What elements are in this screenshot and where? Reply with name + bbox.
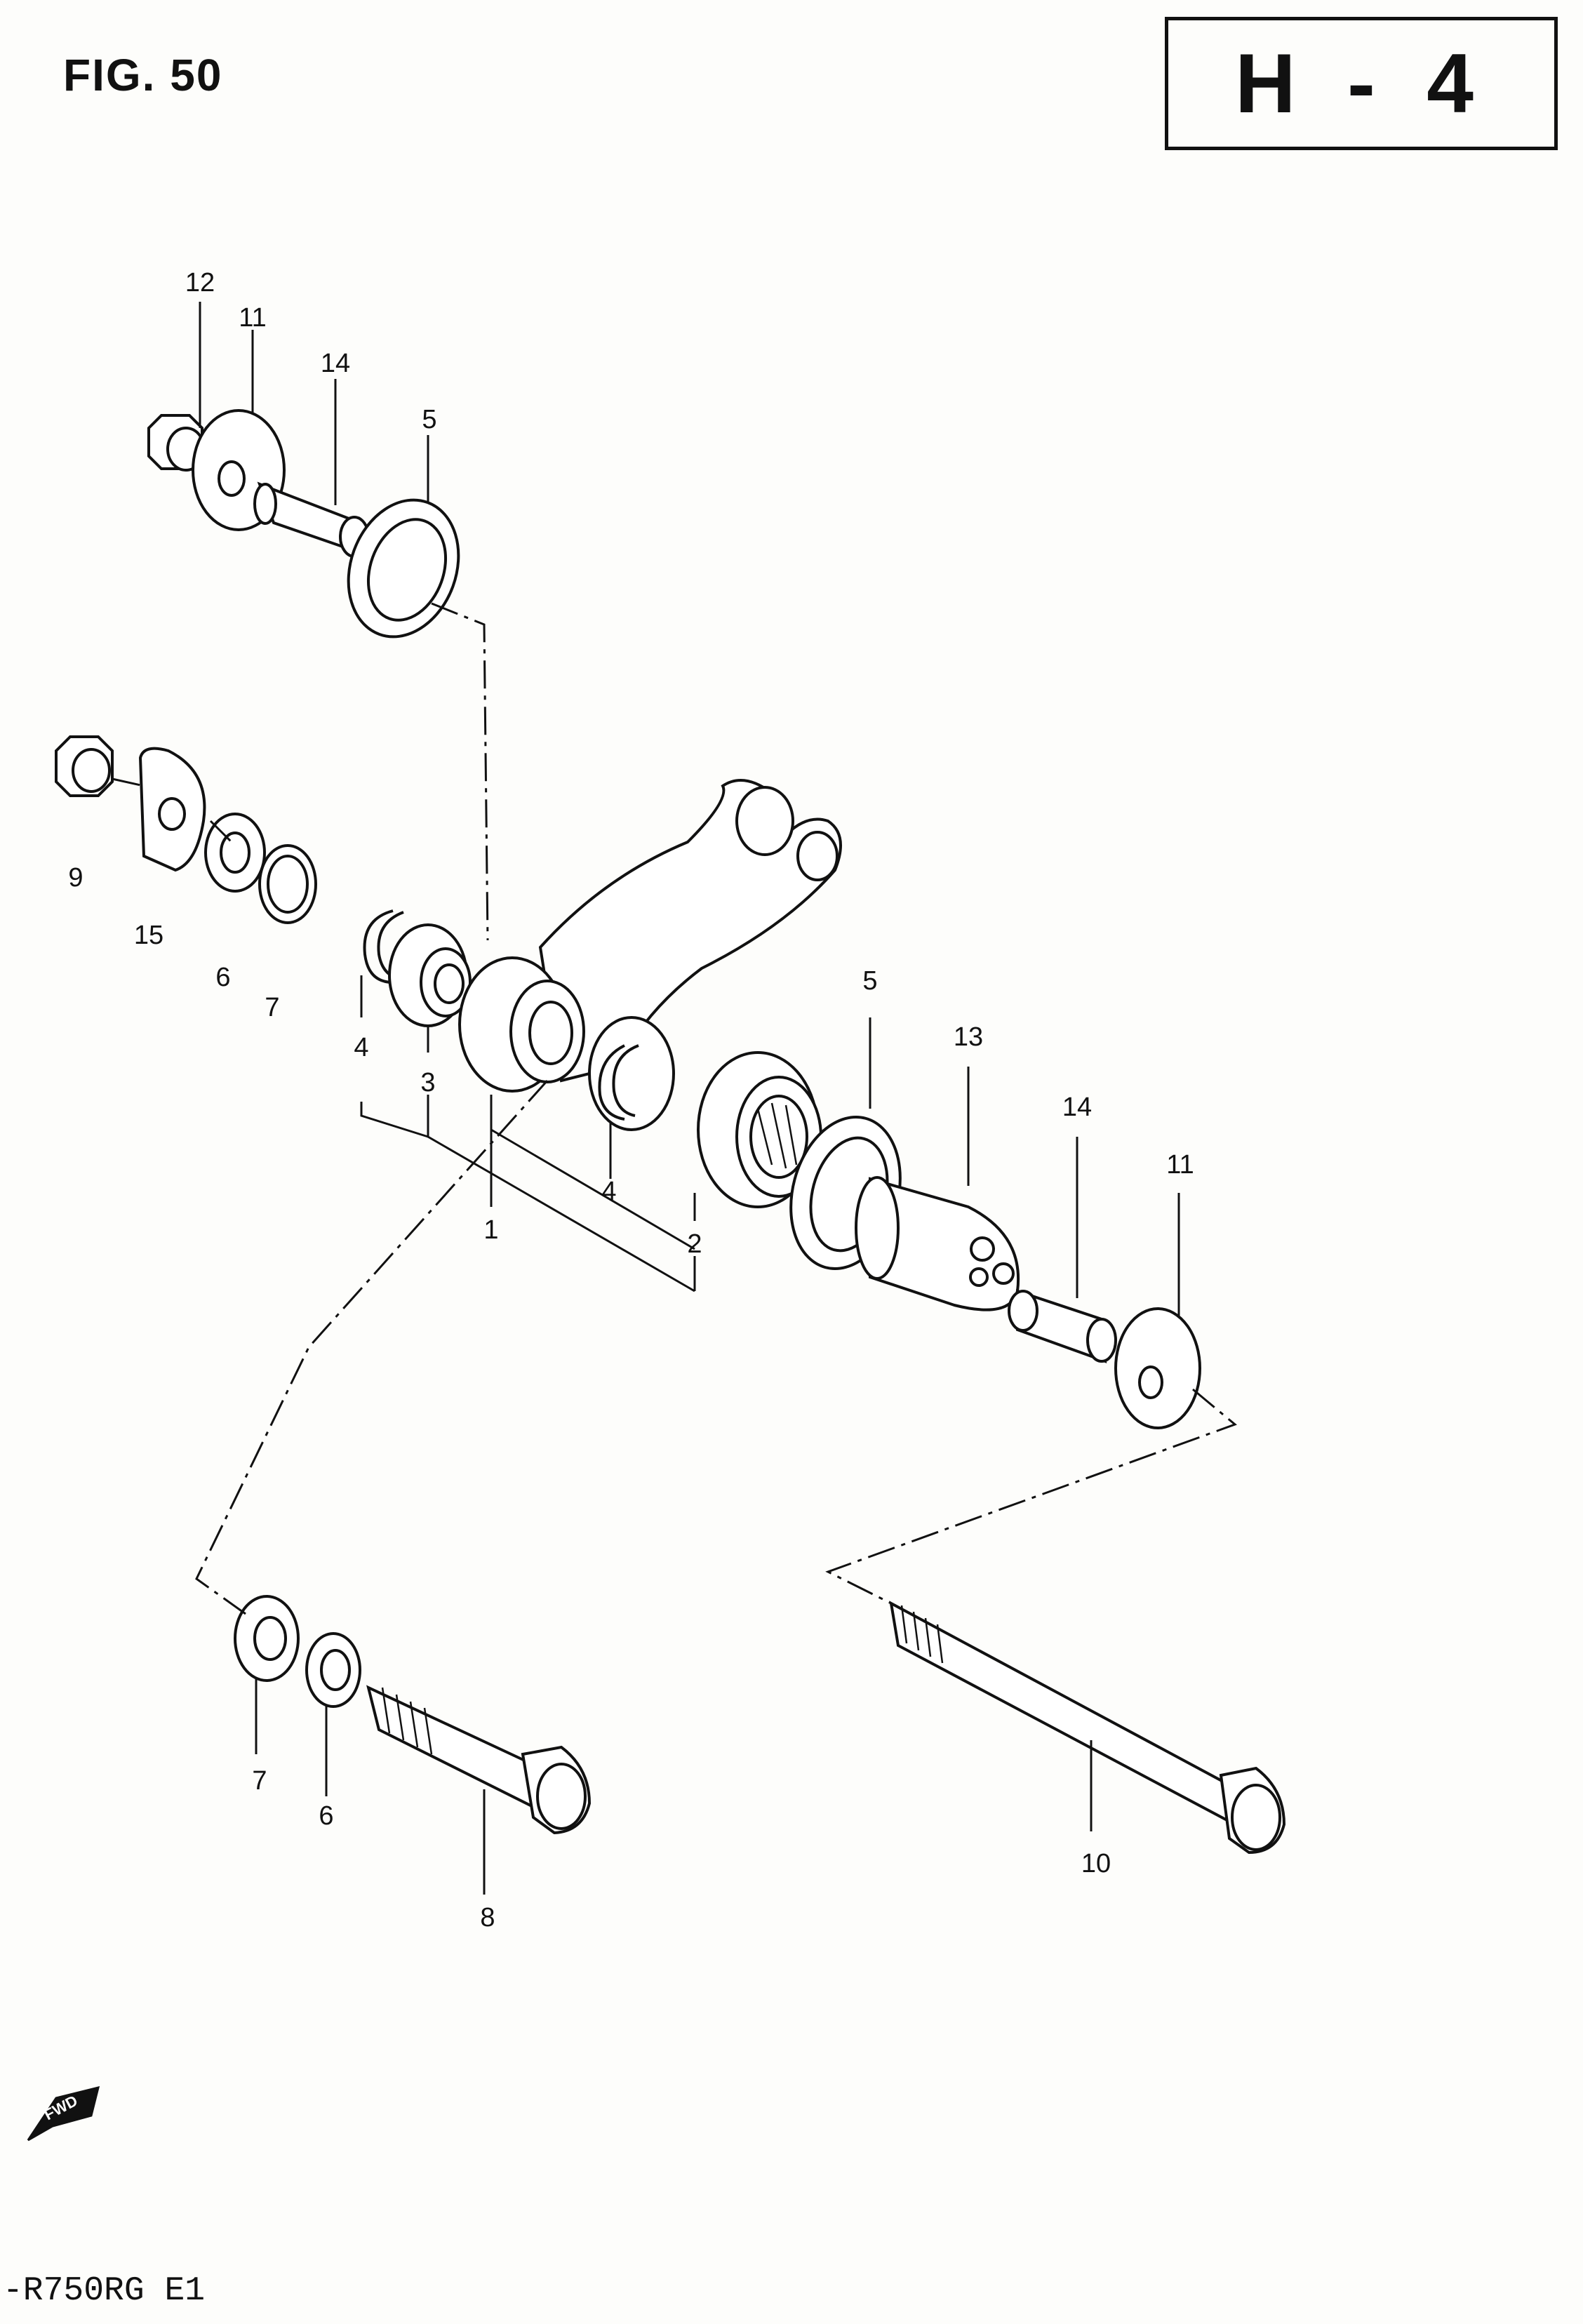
section-code: H - 4 (1234, 36, 1488, 131)
leader-lines (199, 302, 1180, 1895)
callout-11-center: 11 (1166, 1150, 1194, 1180)
part-15-plate (138, 747, 206, 872)
callout-5-center: 5 (862, 966, 877, 996)
callout-6-left: 6 (215, 963, 230, 992)
callout-6-lower: 6 (319, 1801, 333, 1831)
figure-title: FIG. 50 (63, 50, 223, 100)
part-11-washer-center (1114, 1307, 1201, 1429)
part-8-bolt (366, 1685, 592, 1835)
part-14-collar-center (1008, 1289, 1117, 1363)
part-7-washer-left (258, 844, 317, 924)
part-10-long-bolt (889, 1601, 1286, 1855)
callout-9: 9 (68, 863, 83, 893)
part-14-collar-top (253, 481, 370, 558)
part-6-washer-left (204, 813, 266, 893)
part-9-nut (55, 735, 114, 797)
callout-8: 8 (480, 1903, 495, 1932)
part-6-washer-lower (305, 1632, 361, 1708)
callout-14-center: 14 (1062, 1093, 1092, 1122)
part-7-washer-lower (234, 1595, 300, 1682)
callout-labels: 12 11 14 5 9 15 6 7 4 3 1 4 2 5 13 14 11… (68, 268, 1194, 1932)
callout-10: 10 (1081, 1849, 1111, 1878)
part-3-bearing-left (388, 923, 472, 1027)
part-4-circlip-right (598, 1044, 639, 1121)
fwd-direction-icon: FWD (27, 2085, 100, 2142)
callout-4-right: 4 (601, 1177, 616, 1206)
callout-4-left: 4 (354, 1033, 368, 1062)
callout-11-top: 11 (239, 303, 266, 333)
callout-5-top: 5 (422, 405, 436, 434)
callout-15: 15 (134, 921, 163, 950)
callout-7-lower: 7 (252, 1766, 267, 1796)
model-code: -R750RG E1 (3, 2272, 206, 2310)
assembly-lines (112, 602, 1237, 1615)
callout-13: 13 (954, 1022, 983, 1052)
callout-3: 3 (420, 1068, 435, 1097)
part-5-seal-top (347, 498, 460, 639)
section-code-box: H - 4 (1165, 17, 1558, 150)
part-1-cushion-lever (458, 779, 842, 1131)
callout-1: 1 (483, 1215, 498, 1245)
callout-2: 2 (687, 1229, 702, 1259)
part-13-spacer (855, 1176, 1020, 1311)
callout-14-top: 14 (321, 349, 350, 378)
callout-12: 12 (185, 268, 215, 298)
callout-7-left: 7 (265, 993, 279, 1022)
